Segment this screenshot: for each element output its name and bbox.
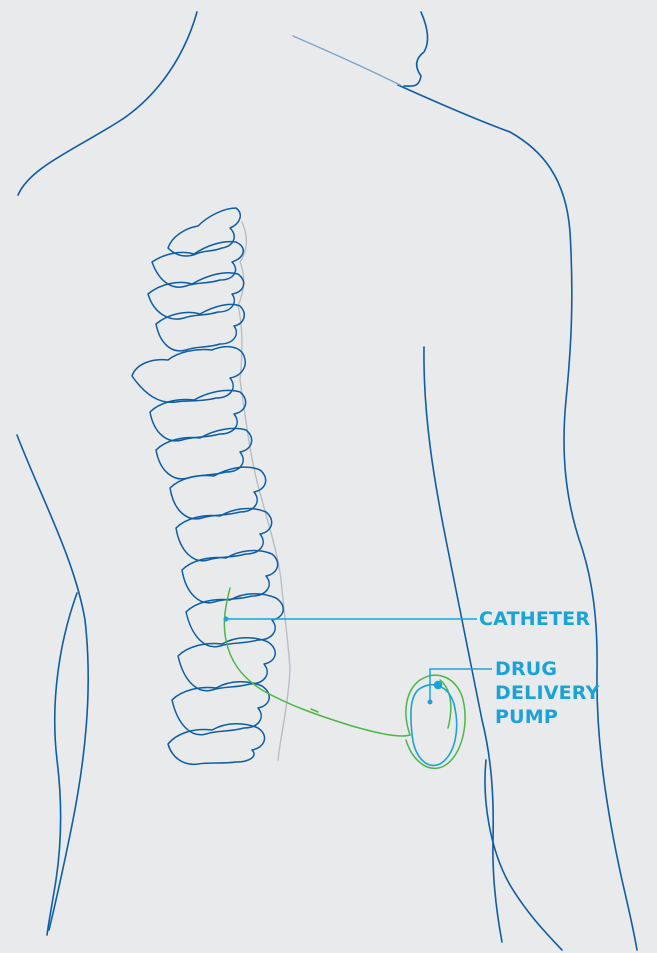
right-shoulder-contour — [398, 85, 637, 950]
left-arm-contour — [47, 593, 77, 935]
right-arm-inner-contour — [485, 760, 562, 950]
vertebra — [156, 428, 252, 478]
vertebra — [150, 390, 246, 440]
catheter-tube — [224, 588, 410, 736]
vertebra — [156, 304, 244, 350]
vertebra — [132, 347, 245, 403]
right-torso-contour — [424, 347, 502, 942]
pump-label-line-2: DELIVERY — [495, 681, 600, 705]
body-outline — [17, 12, 637, 950]
pump-label-line-3: PUMP — [495, 705, 600, 729]
neck-contour — [404, 12, 428, 86]
vertebra — [168, 724, 265, 765]
shoulder-line — [293, 36, 400, 85]
catheter-label: CATHETER — [479, 607, 590, 631]
catheter — [224, 588, 465, 768]
spine — [132, 208, 283, 764]
left-torso-contour — [17, 435, 88, 930]
pump-port — [435, 682, 442, 689]
left-shoulder-contour — [18, 12, 197, 195]
vertebra — [176, 509, 272, 561]
vertebra — [170, 467, 266, 519]
drug-delivery-pump-label: DRUG DELIVERY PUMP — [495, 657, 600, 729]
pump-label-line-1: DRUG — [495, 657, 600, 681]
catheter-tip — [311, 709, 318, 712]
